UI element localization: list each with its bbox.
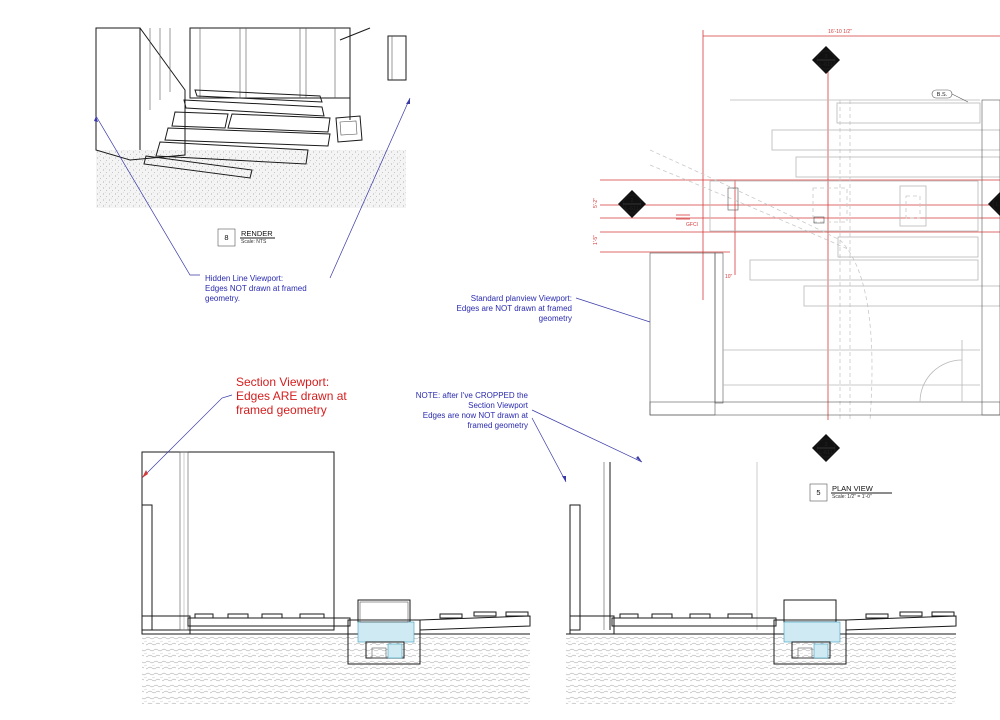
render-view-number: 8 bbox=[224, 233, 228, 242]
section-soil bbox=[142, 634, 530, 704]
render-view-title: RENDER bbox=[241, 229, 273, 238]
section-marker-number: 3 bbox=[824, 54, 827, 60]
plan-view-number: 5 bbox=[816, 488, 820, 497]
stepping-stone bbox=[164, 127, 331, 147]
plan-wall-left bbox=[649, 252, 716, 416]
annotation-line: framed geometry bbox=[236, 403, 327, 417]
stepping-stone bbox=[155, 141, 309, 165]
annotation-line: Section Viewport bbox=[468, 401, 529, 410]
stepping-stone bbox=[194, 89, 323, 103]
section-marker-number: 3 bbox=[824, 442, 827, 448]
annotation-line: Section Viewport: bbox=[236, 375, 329, 389]
plan-main-slab bbox=[709, 180, 979, 232]
stepping-stone bbox=[171, 111, 229, 129]
render-title-block: 8 RENDER Scale: NTS bbox=[217, 228, 275, 247]
plan-view-scale: Scale: 1/2" = 1'-0" bbox=[832, 494, 872, 500]
stepping-stone bbox=[143, 155, 253, 179]
standard-plan-annotation: Standard planview Viewport: Edges are NO… bbox=[457, 294, 572, 323]
hidden-line-leader bbox=[95, 115, 200, 276]
plan-tag: B.S. bbox=[937, 92, 948, 98]
plan-leader bbox=[575, 297, 651, 323]
section-marker-number: 2 bbox=[630, 198, 633, 204]
render-view-scale: Scale: NTS bbox=[241, 239, 267, 245]
section-marker: 2 L-611 bbox=[618, 190, 646, 218]
annotation-line: Edges are NOT drawn at framed bbox=[457, 304, 572, 313]
section-marker-sheet: L-611 bbox=[625, 206, 639, 212]
section-marker: 3 L-611 bbox=[812, 46, 840, 74]
plan-stepping-stone bbox=[803, 285, 1000, 307]
section-viewport-annotation: Section Viewport: Edges ARE drawn at fra… bbox=[236, 375, 347, 417]
plan-stepping-stone bbox=[837, 236, 979, 258]
section-marker-sheet: L-611 bbox=[819, 450, 833, 456]
annotation-line: Edges ARE drawn at bbox=[236, 389, 347, 403]
section-frame bbox=[141, 451, 335, 631]
annotation-line: Edges NOT drawn at framed bbox=[205, 284, 307, 293]
annotation-line: NOTE: after I've CROPPED the bbox=[416, 391, 529, 400]
render-viewport bbox=[94, 27, 411, 279]
render-planter bbox=[335, 115, 363, 143]
annotation-line: Hidden Line Viewport: bbox=[205, 274, 283, 283]
plan-viewport: 16'-10 1/2" 5'-2" 1'-5" 10" bbox=[575, 29, 1000, 421]
plan-stepping-stone bbox=[771, 129, 1000, 151]
plan-wall-right bbox=[981, 99, 1000, 416]
gfci-label: GFCI bbox=[686, 222, 698, 228]
water-basin bbox=[783, 621, 841, 643]
annotation-line: geometry bbox=[539, 314, 572, 323]
annotation-line: framed geometry bbox=[468, 421, 528, 430]
annotation-line: Edges are now NOT drawn at bbox=[423, 411, 529, 420]
section-marker: 3 L-611 bbox=[812, 434, 840, 462]
water-basin bbox=[357, 621, 415, 643]
section-viewport-cropped bbox=[531, 409, 957, 704]
stepping-stone bbox=[183, 99, 325, 117]
section-soil bbox=[566, 634, 956, 704]
annotation-line: geometry. bbox=[205, 294, 240, 303]
dimension-left-top: 5'-2" bbox=[593, 198, 599, 208]
cropped-note-annotation: NOTE: after I've CROPPED the Section Vie… bbox=[416, 391, 529, 430]
plan-view-title: PLAN VIEW bbox=[832, 484, 874, 493]
section-viewport-framed bbox=[141, 394, 531, 704]
gravel-ground bbox=[96, 150, 406, 208]
plan-title-block: 5 PLAN VIEW Scale: 1/2" = 1'-0" bbox=[809, 483, 892, 502]
hidden-line-annotation: Hidden Line Viewport: Edges NOT drawn at… bbox=[205, 274, 307, 303]
plan-stepping-stone bbox=[749, 259, 979, 281]
dimension-left-bottom: 1'-5" bbox=[593, 235, 599, 245]
stepping-stone bbox=[227, 113, 331, 133]
section-marker-sheet: L bbox=[996, 202, 999, 208]
plan-stepping-stone bbox=[795, 156, 1000, 178]
section-marker-sheet: L-611 bbox=[819, 62, 833, 68]
dimension-small: 10" bbox=[725, 274, 733, 280]
plan-wall-bottom bbox=[649, 401, 1000, 416]
section-marker: L bbox=[988, 192, 1000, 216]
overall-dimension: 16'-10 1/2" bbox=[828, 29, 852, 35]
annotation-line: Standard planview Viewport: bbox=[471, 294, 572, 303]
plan-stepping-stone bbox=[836, 102, 981, 124]
render-door-frame bbox=[189, 27, 351, 99]
